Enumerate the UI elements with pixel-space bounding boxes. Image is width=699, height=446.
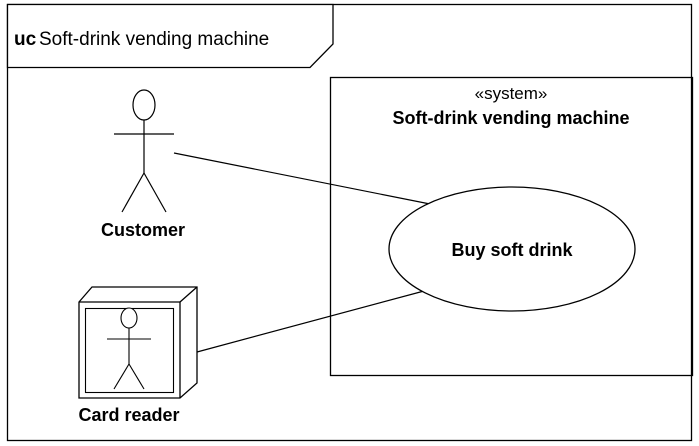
- system-boundary: [329, 76, 694, 377]
- actor-card-reader-label: Card reader: [78, 405, 179, 425]
- use-case-label: Buy soft drink: [451, 240, 573, 260]
- card-reader-figure-left-leg: [113, 363, 130, 390]
- actor-customer-left-leg: [121, 172, 145, 213]
- card-reader-figure-right-leg: [128, 363, 145, 390]
- actor-customer-right-leg: [143, 172, 167, 213]
- node-box-top-edge: [179, 286, 198, 303]
- card-reader-figure-head: [120, 307, 138, 329]
- association-card-reader-buy-soft-drink: [196, 290, 425, 353]
- frame-keyword: uc: [14, 29, 37, 50]
- system-name: Soft-drink vending machine: [392, 108, 629, 128]
- actor-customer-head: [132, 89, 156, 121]
- system-stereotype: «system»: [475, 84, 548, 103]
- card-reader-stick-figure: [107, 307, 151, 390]
- frame-name-tab: [6, 3, 334, 69]
- actor-card-reader: [78, 286, 198, 399]
- frame-title: Soft-drink vending machine: [39, 29, 269, 50]
- actor-customer-label: Customer: [101, 220, 185, 240]
- node-box-outline: [78, 286, 198, 399]
- actor-customer: [114, 89, 174, 213]
- association-customer-buy-soft-drink: [173, 152, 431, 205]
- use-case-buy-soft-drink: [388, 186, 636, 312]
- diagram-frame: [6, 3, 693, 442]
